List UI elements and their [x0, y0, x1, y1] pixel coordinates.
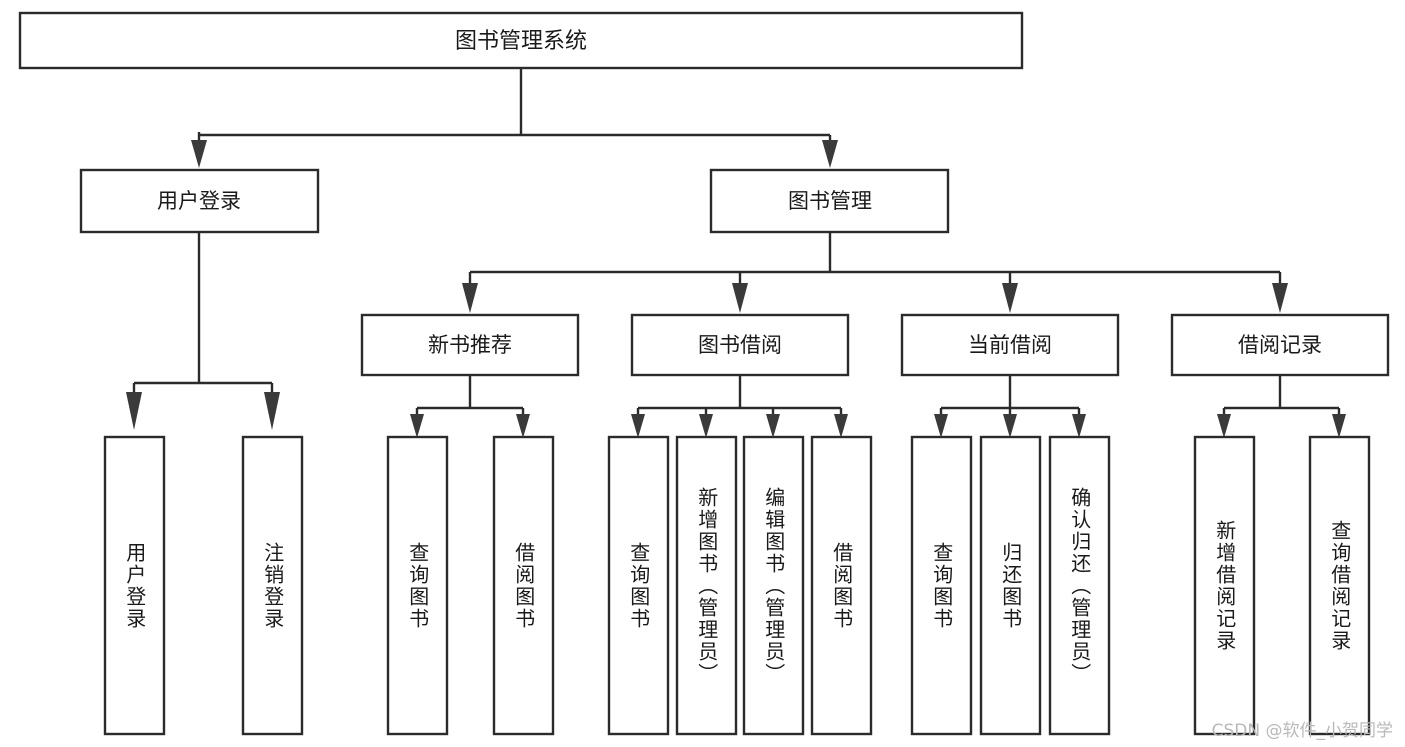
arrow-head-leaf-query-book-1	[410, 414, 424, 438]
arrow-head-leaf-query-book-3	[934, 414, 948, 438]
node-box-book-manage[interactable]	[709, 168, 950, 234]
node-label-user-login: 用户登录	[157, 189, 241, 213]
node-label-current-borrow: 当前借阅	[968, 333, 1052, 357]
node-box-leaf-confirm-return[interactable]	[1048, 435, 1111, 736]
node-label-new-book-recommend: 新书推荐	[428, 333, 512, 357]
node-label-book-borrow: 图书借阅	[698, 333, 782, 357]
arrow-head-leaf-return-book	[1003, 414, 1017, 438]
node-box-leaf-borrow-book-2[interactable]	[810, 435, 873, 736]
watermark-text: CSDN @软件_小贺同学	[1211, 721, 1393, 741]
node-box-book-borrow[interactable]	[630, 313, 850, 377]
node-label-book-manage: 图书管理	[788, 189, 872, 213]
arrow-head-current-borrow	[1002, 283, 1018, 313]
arrow-head-book-manage	[822, 140, 838, 168]
node-label-root: 图书管理系统	[455, 29, 587, 54]
node-box-current-borrow[interactable]	[900, 313, 1120, 377]
node-box-borrow-record[interactable]	[1170, 313, 1390, 377]
node-box-root[interactable]	[18, 11, 1024, 70]
node-box-leaf-user-login[interactable]	[103, 435, 166, 736]
arrow-head-leaf-edit-book	[766, 414, 780, 438]
arrow-head-leaf-confirm-return	[1072, 414, 1086, 438]
arrow-head-new-book-recommend	[462, 283, 478, 313]
arrow-head-user-login	[191, 140, 207, 168]
node-box-leaf-add-book[interactable]	[675, 435, 738, 736]
arrow-head-leaf-query-book-2	[631, 414, 645, 438]
node-box-leaf-query-book-3[interactable]	[910, 435, 973, 736]
arrow-head-leaf-user-login	[126, 392, 142, 430]
arrow-head-leaf-query-record	[1332, 414, 1346, 438]
node-box-user-login[interactable]	[79, 168, 320, 234]
arrow-head-leaf-borrow-book-1	[516, 414, 530, 438]
arrow-head-book-borrow	[732, 283, 748, 313]
arrow-head-leaf-add-record	[1217, 414, 1231, 438]
node-box-leaf-add-record[interactable]	[1193, 435, 1256, 736]
node-box-leaf-user-logout[interactable]	[241, 435, 304, 736]
arrow-head-leaf-add-book	[699, 414, 713, 438]
node-label-borrow-record: 借阅记录	[1238, 333, 1322, 357]
node-box-leaf-query-book-2[interactable]	[607, 435, 670, 736]
node-box-leaf-return-book[interactable]	[979, 435, 1042, 736]
connector-layer	[126, 68, 1346, 438]
node-box-leaf-query-record[interactable]	[1308, 435, 1371, 736]
node-layer: 图书管理系统 用户登录 图书管理 新书推荐 图书借阅 当前借阅 借阅记录	[18, 11, 1390, 736]
node-box-leaf-query-book-1[interactable]	[386, 435, 449, 736]
arrow-head-leaf-borrow-book-2	[834, 414, 848, 438]
node-box-leaf-edit-book[interactable]	[742, 435, 805, 736]
node-box-new-book-recommend[interactable]	[360, 313, 580, 377]
arrow-head-leaf-user-logout	[264, 392, 280, 430]
arrow-head-borrow-record	[1272, 283, 1288, 313]
node-box-leaf-borrow-book-1[interactable]	[492, 435, 555, 736]
